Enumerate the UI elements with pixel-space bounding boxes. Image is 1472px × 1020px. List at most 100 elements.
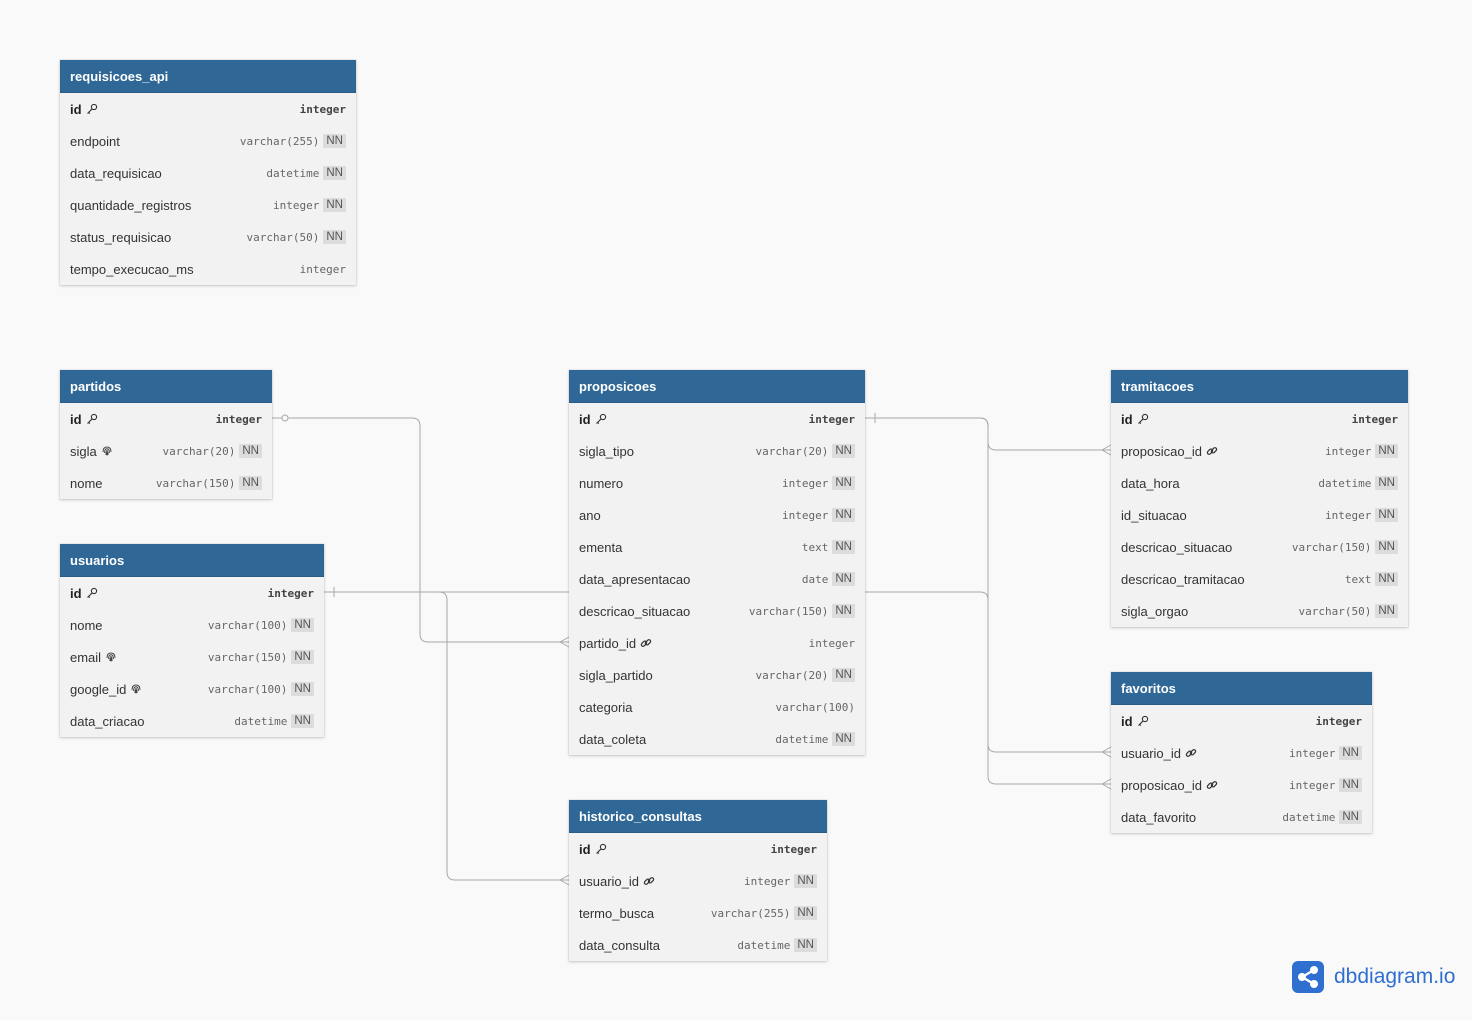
field-type: integer <box>1351 412 1398 426</box>
field-row-id[interactable]: id integer <box>1111 403 1408 435</box>
field-row-id[interactable]: id integer <box>60 577 324 609</box>
field-name: numero <box>579 476 623 491</box>
field-name-text: descricao_tramitacao <box>1121 571 1245 587</box>
table-header[interactable]: usuarios <box>60 544 324 577</box>
field-name: id <box>70 102 98 117</box>
not-null-badge: NN <box>323 230 346 244</box>
field-name: id_situacao <box>1121 508 1187 523</box>
field-type: integer <box>1289 778 1336 792</box>
table-header[interactable]: historico_consultas <box>569 800 827 833</box>
table-header[interactable]: partidos <box>60 370 272 403</box>
field-name: data_apresentacao <box>579 572 690 587</box>
field-name-text: id <box>1121 411 1133 427</box>
field-name-text: email <box>70 649 102 665</box>
field-type: datetime <box>1318 476 1372 490</box>
table-header[interactable]: favoritos <box>1111 672 1372 705</box>
field-name-text: sigla_orgao <box>1121 603 1189 619</box>
field-name-text: quantidade_registros <box>70 197 192 213</box>
field-type: varchar(100) <box>207 682 288 696</box>
table-header[interactable]: requisicoes_api <box>60 60 356 93</box>
field-row-google-id[interactable]: google_id varchar(100)NN <box>60 673 324 705</box>
field-name: sigla_orgao <box>1121 604 1188 619</box>
field-row-partido-id[interactable]: partido_id integer <box>569 627 865 659</box>
field-type: datetime <box>1282 810 1336 824</box>
relation-line <box>865 417 1111 785</box>
field-type: varchar(20) <box>162 444 236 458</box>
field-type: varchar(100) <box>207 618 288 632</box>
table-header[interactable]: tramitacoes <box>1111 370 1408 403</box>
many-marker <box>559 636 570 648</box>
field-row-sigla-orgao[interactable]: sigla_orgao varchar(50)NN <box>1111 595 1408 627</box>
not-null-badge: NN <box>1375 540 1398 554</box>
field-type: datetime <box>737 938 791 952</box>
field-name: google_id <box>70 682 142 697</box>
link-icon <box>643 877 655 885</box>
not-null-badge: NN <box>1375 604 1398 618</box>
field-type: integer <box>267 586 314 600</box>
field-name-text: categoria <box>579 699 633 715</box>
field-name: proposicao_id <box>1121 444 1218 459</box>
field-name: partido_id <box>579 636 652 651</box>
field-type: varchar(50) <box>1298 604 1372 618</box>
not-null-badge: NN <box>794 906 817 920</box>
table-header[interactable]: proposicoes <box>569 370 865 403</box>
field-name-text: id <box>70 585 82 601</box>
field-type: integer <box>808 412 855 426</box>
field-name: descricao_situacao <box>579 604 690 619</box>
field-name-text: proposicao_id <box>1121 443 1202 459</box>
not-null-badge: NN <box>291 682 314 696</box>
many-marker <box>1101 778 1112 790</box>
field-name: data_hora <box>1121 476 1180 491</box>
not-null-badge: NN <box>1339 810 1362 824</box>
field-name: categoria <box>579 700 632 715</box>
not-null-badge: NN <box>291 650 314 664</box>
dbdiagram-logo[interactable]: dbdiagram.io <box>1292 961 1455 993</box>
field-name-text: status_requisicao <box>70 229 172 245</box>
field-type: integer <box>808 636 855 650</box>
not-null-badge: NN <box>832 668 855 682</box>
